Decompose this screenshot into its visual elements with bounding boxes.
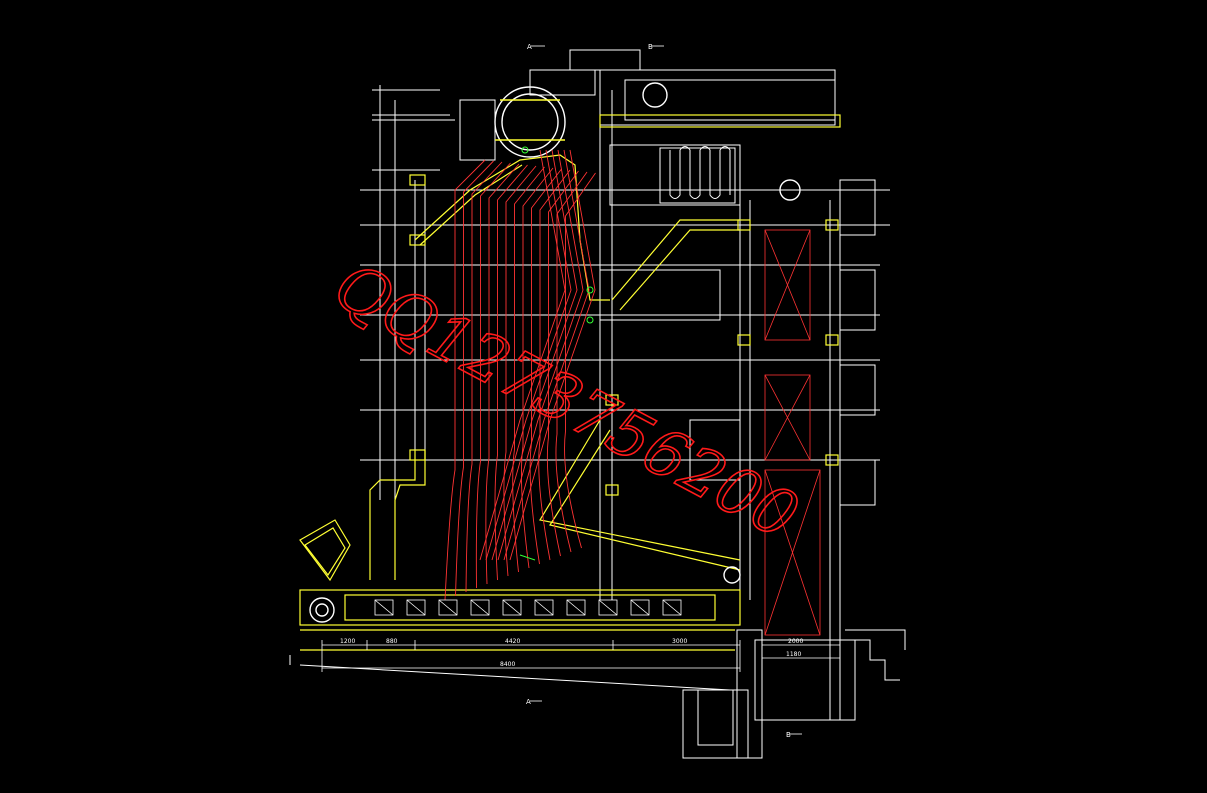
section-a-bottom: A [526,698,531,706]
grate-brace-5 [502,599,522,616]
grate-section-1 [374,599,394,616]
weld-markers [519,146,594,561]
dim-2000: 2000 [788,638,803,645]
rear-tube-6 [509,149,596,561]
grate-brace-3 [438,599,458,616]
dim-880: 880 [386,638,398,645]
steam-drum [309,82,801,623]
grate-section-2 [406,599,426,616]
grate-section-10 [662,599,682,616]
dim-1180: 1180 [786,651,801,658]
grate-brace-8 [598,599,618,616]
rear-tube-1 [479,149,566,561]
section-a-top: A [527,43,532,51]
dim-1200: 1200 [340,638,355,645]
tube-3 [465,161,503,593]
furnace-structure [299,114,841,651]
grate-brace-9 [630,599,650,616]
tube-1 [444,159,486,601]
grate-section-6 [534,599,554,616]
dim-4420: 4420 [505,638,520,645]
grate-brace-4 [470,599,490,616]
rear-tube-3 [491,149,578,561]
grate-brace-7 [566,599,586,616]
grate-section-3 [438,599,458,616]
bottom-dimension-line [321,640,840,672]
rear-tube-4 [497,149,584,561]
tube-2 [455,160,494,597]
grate-brace-6 [534,599,554,616]
foundation [289,629,906,759]
air-preheater [764,229,821,636]
grate-section-9 [630,599,650,616]
grate-sections [374,599,682,616]
grate-brace-1 [374,599,394,616]
tube-13 [555,171,588,553]
section-markers: A B A B [526,43,802,739]
water-wall-tubes [444,149,596,601]
dim-8400: 8400 [500,661,515,668]
grate-brace-10 [662,599,682,616]
section-b-bottom: B [786,731,791,739]
rear-tube-2 [485,149,572,561]
grate-section-8 [598,599,618,616]
tube-9 [520,167,554,569]
tube-11 [538,169,571,561]
grate-section-5 [502,599,522,616]
rear-tube-5 [503,149,590,561]
tube-14 [564,172,596,549]
section-b-top: B [648,43,653,51]
dim-3000: 3000 [672,638,687,645]
tube-6 [494,164,528,581]
tube-4 [475,162,511,589]
dimension-labels: 1200 880 4420 3000 8400 2000 1180 [340,638,803,668]
grate-section-7 [566,599,586,616]
economizer-coils [669,146,731,199]
tube-12 [546,170,579,557]
grate-brace-2 [406,599,426,616]
grate-section-4 [470,599,490,616]
